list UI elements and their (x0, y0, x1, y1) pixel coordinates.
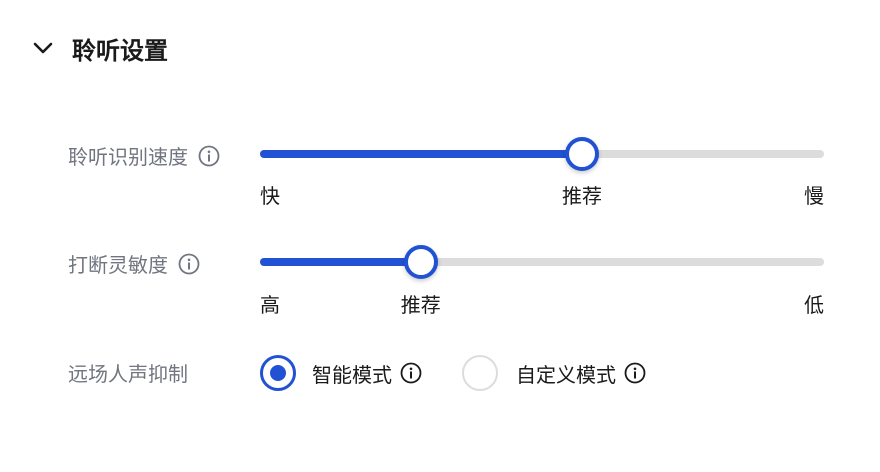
speed-max-label: 慢 (804, 184, 824, 208)
sensitivity-label-row: 打断灵敏度 (68, 249, 200, 278)
speed-label: 聆听识别速度 (68, 145, 188, 169)
slider-thumb[interactable] (403, 245, 438, 279)
slider-thumb[interactable] (565, 137, 600, 171)
sensitivity-label: 打断灵敏度 (68, 253, 168, 277)
speed-min-label: 快 (260, 184, 280, 208)
speed-recommended-label: 推荐 (562, 184, 603, 208)
smart-mode-label[interactable]: 智能模式 (312, 362, 392, 387)
farfield-label: 远场人声抑制 (68, 362, 188, 386)
slider-fill (260, 258, 421, 266)
custom-mode-label[interactable]: 自定义模式 (516, 362, 616, 387)
info-icon[interactable] (400, 362, 422, 384)
section-header[interactable]: 聆听设置 (30, 28, 168, 68)
smart-mode-radio[interactable] (260, 355, 296, 391)
info-icon[interactable] (178, 253, 200, 275)
sensitivity-min-label: 高 (260, 293, 280, 317)
chevron-down-icon[interactable] (30, 35, 56, 61)
info-icon[interactable] (198, 145, 220, 167)
sensitivity-recommended-label: 推荐 (400, 293, 441, 317)
speed-slider[interactable] (260, 137, 824, 171)
farfield-radio-group: 智能模式 自定义模式 (260, 355, 646, 391)
slider-fill (260, 150, 583, 158)
speed-label-row: 聆听识别速度 (68, 141, 220, 170)
info-icon[interactable] (624, 362, 646, 384)
sensitivity-max-label: 低 (804, 293, 824, 317)
custom-mode-radio[interactable] (462, 355, 498, 391)
sensitivity-slider[interactable] (260, 245, 824, 279)
section-title: 聆听设置 (72, 36, 168, 65)
